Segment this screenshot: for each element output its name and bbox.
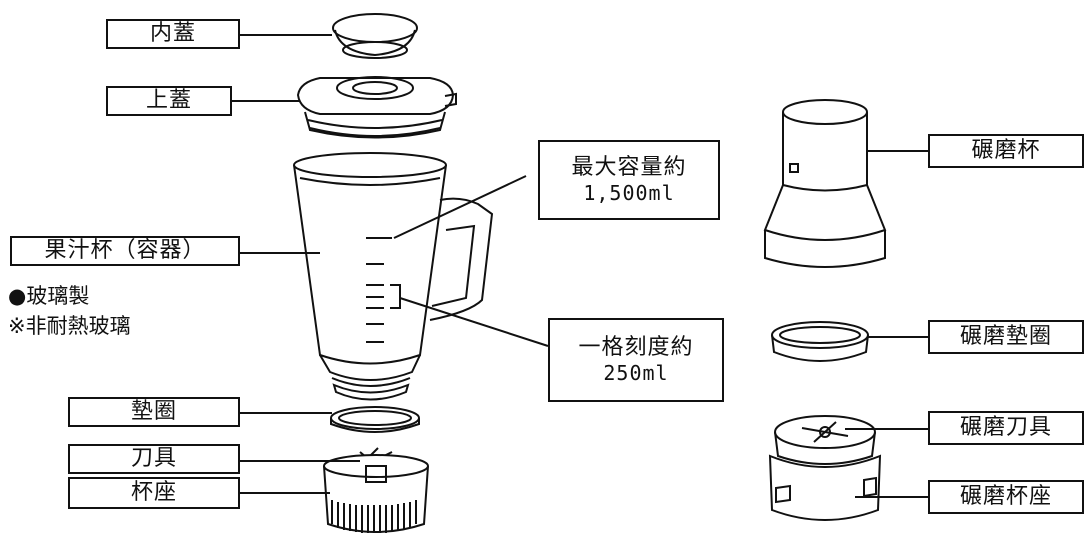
label-lid: 上蓋 <box>106 86 232 116</box>
leader-line <box>240 412 332 414</box>
mill-cup-illustration <box>763 99 887 268</box>
label-gasket: 墊圈 <box>68 397 240 427</box>
mill-base-illustration <box>768 415 882 521</box>
lid-illustration <box>296 76 457 139</box>
leader-line <box>845 428 928 430</box>
jar-illustration <box>293 152 494 401</box>
leader-line <box>855 496 928 498</box>
label-mill-blade: 碾磨刀具 <box>928 411 1084 445</box>
max-capacity-title: 最大容量約 <box>571 154 687 180</box>
scale-value: 250ml <box>603 361 669 386</box>
label-inner-lid: 内蓋 <box>106 19 240 49</box>
label-mill-base: 碾磨杯座 <box>928 480 1084 514</box>
note-material: ●玻璃製 <box>8 284 90 308</box>
mill-gasket-illustration <box>771 321 869 362</box>
scale-title: 一格刻度約 <box>578 334 694 360</box>
leader-line <box>240 492 330 494</box>
leader-line <box>240 460 360 462</box>
max-capacity-value: 1,500ml <box>583 181 675 206</box>
leader-line <box>232 100 300 102</box>
leader-line <box>240 252 320 254</box>
callout-max-capacity: 最大容量約 1,500ml <box>538 140 720 220</box>
label-mill-gasket: 碾磨墊圈 <box>928 320 1084 354</box>
note-warning: ※非耐熱玻璃 <box>8 314 131 338</box>
label-blade: 刀具 <box>68 444 240 474</box>
gasket-illustration <box>330 406 420 433</box>
callout-scale: 一格刻度約 250ml <box>548 318 724 402</box>
label-jar: 果汁杯（容器） <box>10 236 240 266</box>
inner-lid-illustration <box>332 13 418 59</box>
label-base: 杯座 <box>68 477 240 509</box>
leader-line <box>868 336 928 338</box>
leader-line <box>240 34 332 36</box>
label-mill-cup: 碾磨杯 <box>928 134 1084 168</box>
leader-line <box>868 150 928 152</box>
